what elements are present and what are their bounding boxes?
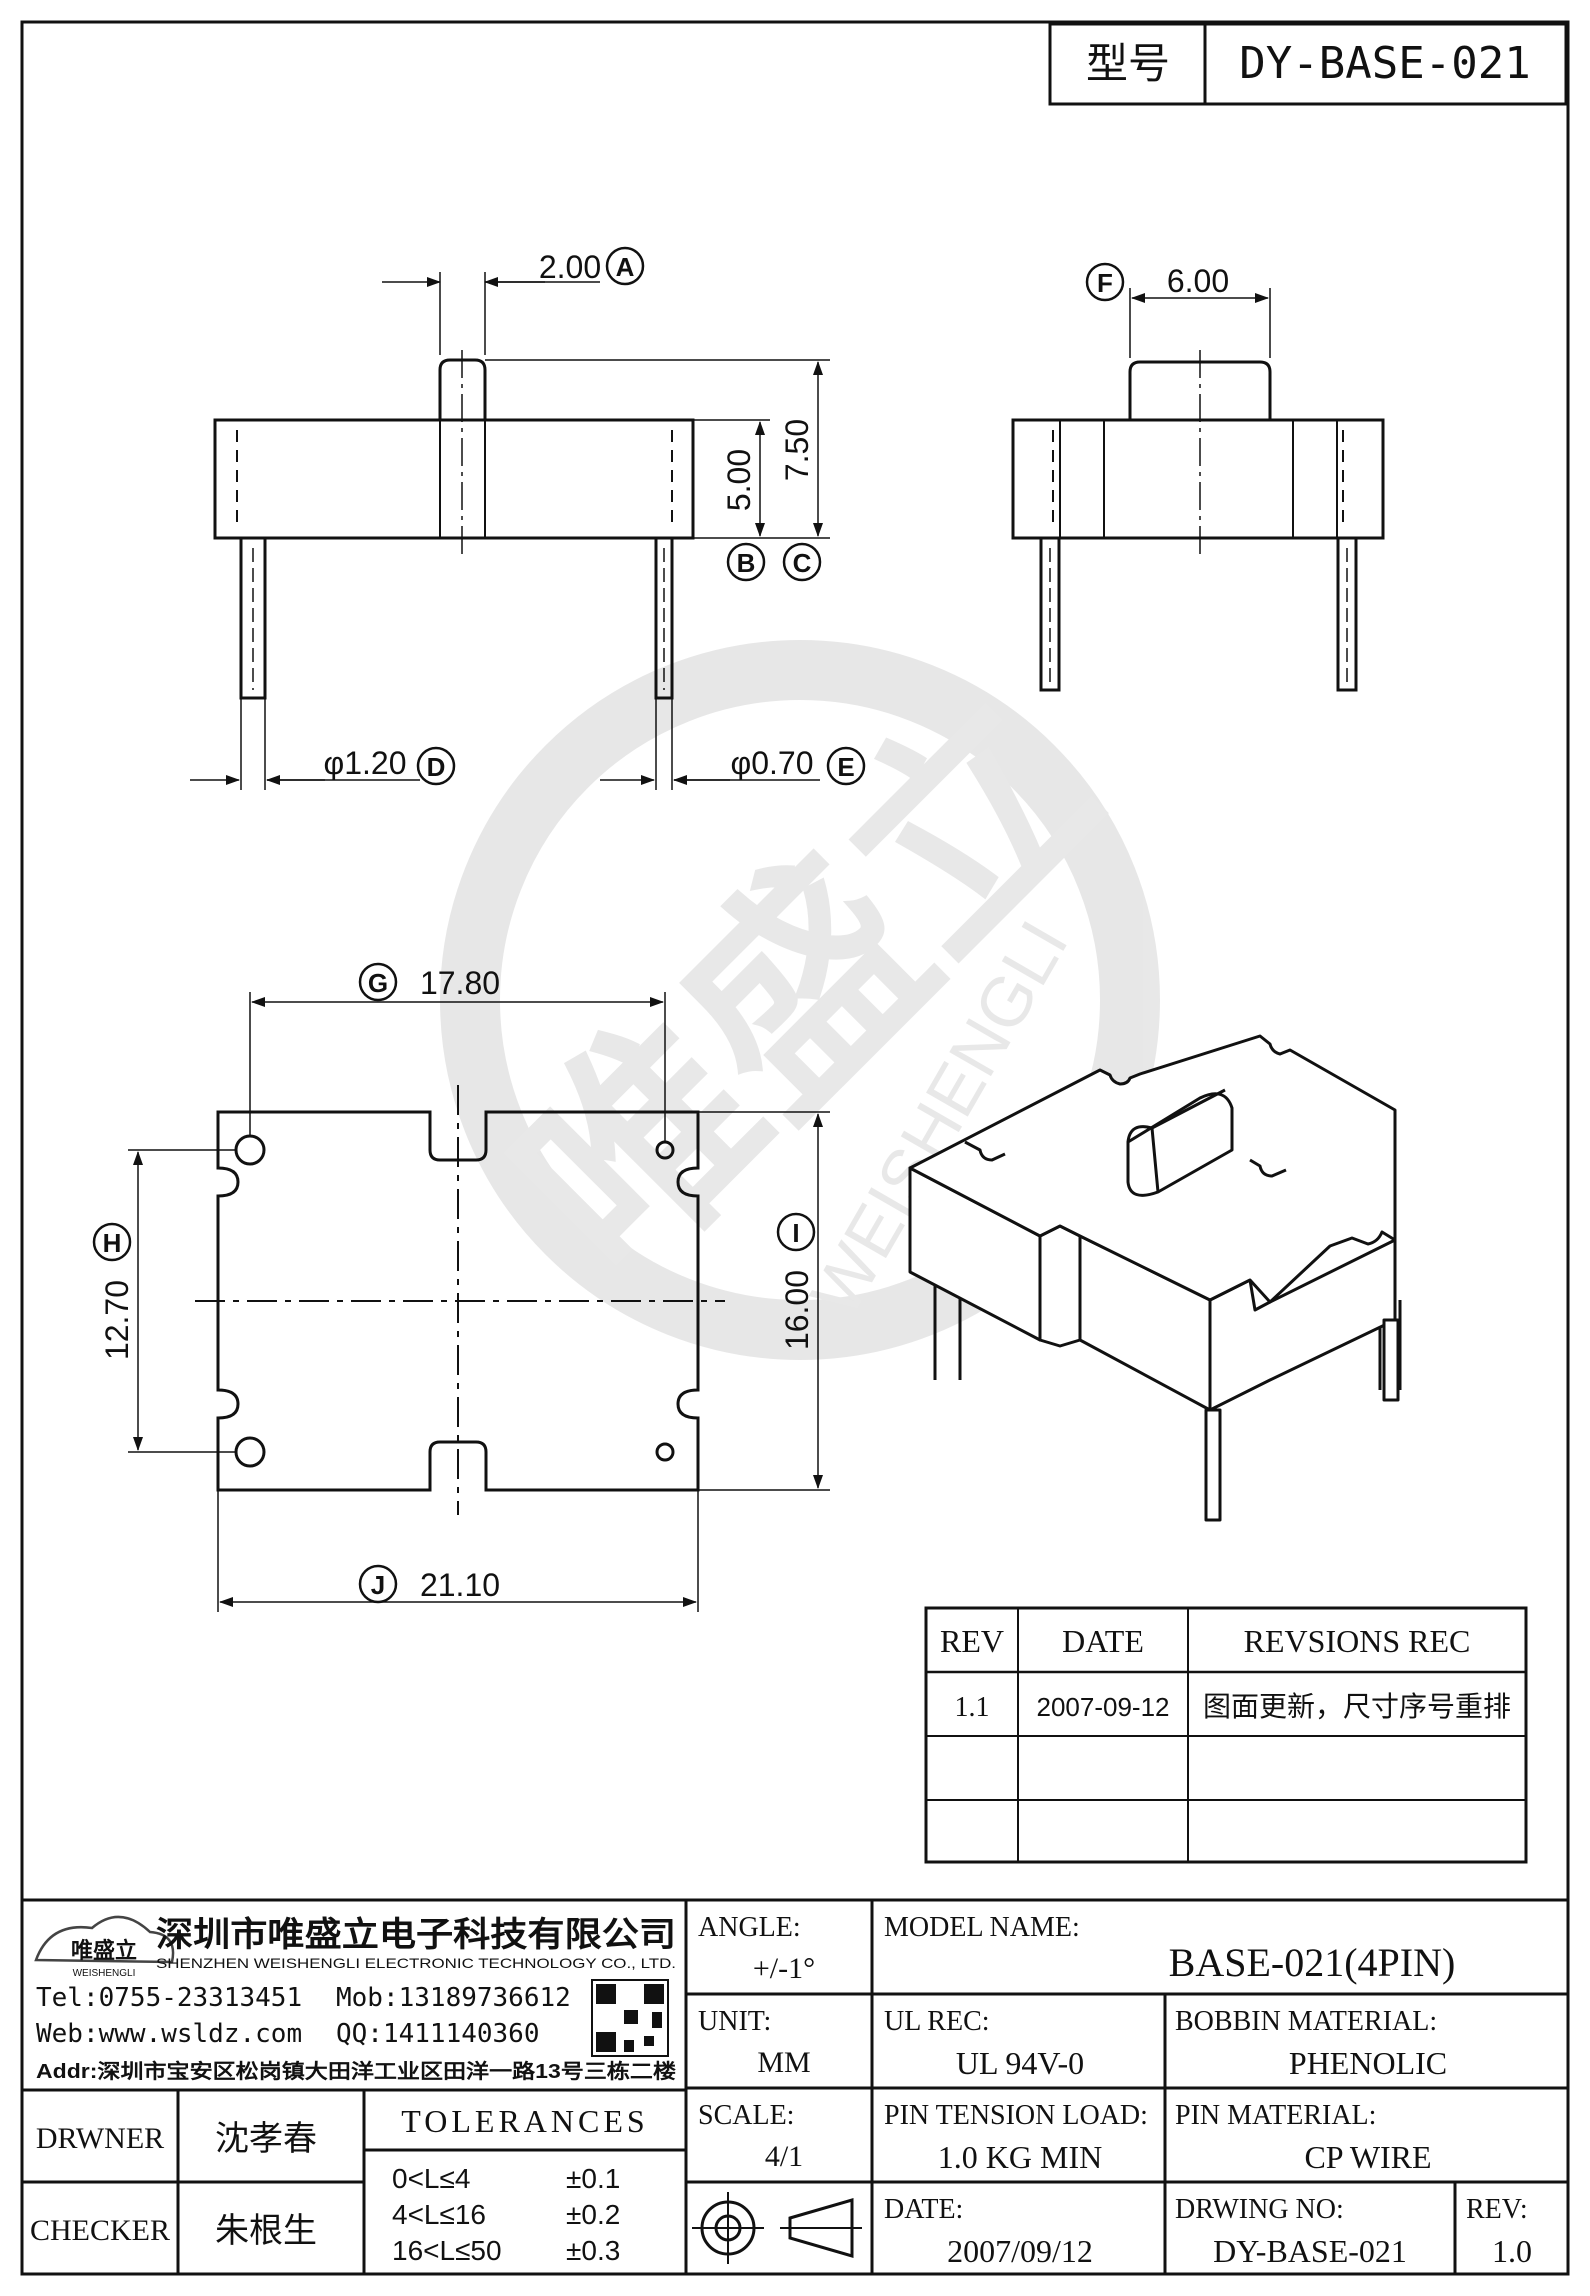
rev-label: REV: (1466, 2194, 1528, 2225)
model-name-label: MODEL NAME: (884, 1912, 1080, 1943)
dim-G-mark: G (368, 968, 388, 998)
title-block-grid (20, 1898, 1570, 2276)
side-view (1011, 288, 1385, 692)
bobbin-material-value: PHENOLIC (1289, 2045, 1447, 2081)
scale-value: 4/1 (765, 2140, 803, 2173)
rev-header-rev: REV (940, 1623, 1004, 1659)
company-addr: Addr:深圳市宝安区松岗镇大田洋工业区田洋一路13号三栋二楼 (36, 2059, 676, 2083)
ul-rec-value: UL 94V-0 (956, 2045, 1084, 2081)
dim-J-badge (358, 1564, 398, 1604)
date-label: DATE: (884, 2194, 963, 2225)
dim-C-value: 7.50 (779, 419, 815, 481)
unit-value: MM (757, 2046, 810, 2079)
rev-row1-date: 2007-09-12 (1037, 1692, 1170, 1722)
dim-A-badge (605, 246, 645, 286)
model-name-value: BASE-021(4PIN) (1169, 1940, 1456, 1985)
company-logo-text: 唯盛立 (71, 1938, 137, 1963)
company-logo: 唯盛立 WEISHENGLI (34, 1915, 175, 1979)
unit-label: UNIT: (698, 2006, 771, 2037)
rev-header-rec: REVSIONS REC (1244, 1623, 1471, 1659)
dim-A-value: 2.00 (539, 249, 601, 285)
dim-J-value: 21.10 (420, 1567, 500, 1603)
company-mob: Mob:13189736612 (336, 1983, 571, 2013)
top-view (128, 992, 830, 1612)
pin-material-value: CP WIRE (1304, 2139, 1431, 2175)
angle-value: +/-1° (753, 1952, 815, 1985)
dim-D-mark: D (427, 752, 446, 782)
dim-E-value: φ0.70 (730, 745, 813, 781)
tol-value-1: ±0.1 (566, 2163, 620, 2194)
revision-table (924, 1606, 1528, 1864)
dim-A-mark: A (616, 252, 635, 282)
rev-value: 1.0 (1492, 2233, 1532, 2269)
dim-F-mark: F (1097, 268, 1113, 298)
dim-E-badge (826, 746, 866, 786)
pin-material-label: PIN MATERIAL: (1175, 2100, 1376, 2131)
front-view-labels: 2.00 A 5.00 B 7.50 C φ1.20 D φ0.70 E (323, 246, 866, 786)
dim-C-badge (782, 542, 822, 582)
company-name-en: SHENZHEN WEISHENGLI ELECTRONIC TECHNOLOG… (156, 1955, 676, 1971)
drawing-no-label: DRWING NO: (1175, 2194, 1344, 2225)
dim-D-badge (416, 746, 456, 786)
tol-range-2: 4<L≤16 (392, 2199, 486, 2230)
top-view-labels: G 17.80 H 12.70 I 16.00 J 21.10 (92, 962, 816, 1604)
dim-I-badge (776, 1212, 816, 1252)
rev-row1-rev: 1.1 (955, 1692, 990, 1723)
checker-label: CHECKER (30, 2214, 170, 2247)
isometric-view (908, 1034, 1402, 1522)
dim-I-value: 16.00 (779, 1270, 815, 1350)
dim-B-mark: B (737, 548, 756, 578)
drawer-label: DRWNER (36, 2122, 164, 2155)
dim-G-badge (358, 962, 398, 1002)
tol-range-3: 16<L≤50 (392, 2235, 502, 2266)
dim-G-value: 17.80 (420, 965, 500, 1001)
front-view (190, 272, 830, 790)
tol-value-2: ±0.2 (566, 2199, 620, 2230)
pin-tension-label: PIN TENSION LOAD: (884, 2100, 1148, 2131)
drawer-name: 沈孝春 (215, 2120, 317, 2158)
ul-rec-label: UL REC: (884, 2006, 990, 2037)
bobbin-material-label: BOBBIN MATERIAL: (1175, 2006, 1437, 2037)
scale-label: SCALE: (698, 2100, 794, 2131)
company-tel: Tel:0755-23313451 (36, 1983, 302, 2013)
angle-label: ANGLE: (698, 1912, 801, 1943)
company-name-cn: 深圳市唯盛立电子科技有限公司 (156, 1915, 676, 1954)
dim-H-badge (92, 1222, 132, 1262)
company-logo-sub: WEISHENGLI (73, 1968, 136, 1979)
dim-I-mark: I (792, 1218, 799, 1248)
dim-B-value: 5.00 (721, 449, 757, 511)
dim-F-value: 6.00 (1167, 263, 1229, 299)
top-title-block: 型号 DY-BASE-021 (1048, 22, 1568, 106)
tol-range-1: 0<L≤4 (392, 2163, 470, 2194)
drawing-no-value: DY-BASE-021 (1213, 2233, 1407, 2269)
company-web: Web:www.wsldz.com (36, 2019, 302, 2049)
title-block-text: 唯盛立 WEISHENGLI 深圳市唯盛立电子科技有限公司 SHENZHEN W… (30, 1912, 1532, 2269)
dim-F-badge (1085, 262, 1125, 302)
tol-value-3: ±0.3 (566, 2235, 620, 2266)
dim-C-mark: C (793, 548, 812, 578)
checker-name: 朱根生 (215, 2212, 317, 2250)
tolerances-title: TOLERANCES (401, 2103, 648, 2139)
dim-D-value: φ1.20 (323, 745, 406, 781)
dim-H-mark: H (103, 1228, 122, 1258)
dim-E-mark: E (837, 752, 854, 782)
rev-row1-rec: 图面更新，尺寸序号重排 (1203, 1691, 1511, 1722)
revision-table-text: REV DATE REVSIONS REC 1.1 2007-09-12 图面更… (940, 1623, 1511, 1723)
model-label-cn: 型号 (1086, 40, 1170, 87)
company-qq: QQ:1411140360 (336, 2019, 540, 2049)
rev-header-date: DATE (1062, 1623, 1144, 1659)
dim-B-badge (726, 542, 766, 582)
side-view-labels: 6.00 F (1085, 262, 1229, 302)
dim-H-value: 12.70 (99, 1280, 135, 1360)
date-value: 2007/09/12 (947, 2233, 1093, 2269)
pin-tension-value: 1.0 KG MIN (938, 2139, 1102, 2175)
model-code-top: DY-BASE-021 (1239, 38, 1530, 89)
dim-J-mark: J (371, 1570, 385, 1600)
